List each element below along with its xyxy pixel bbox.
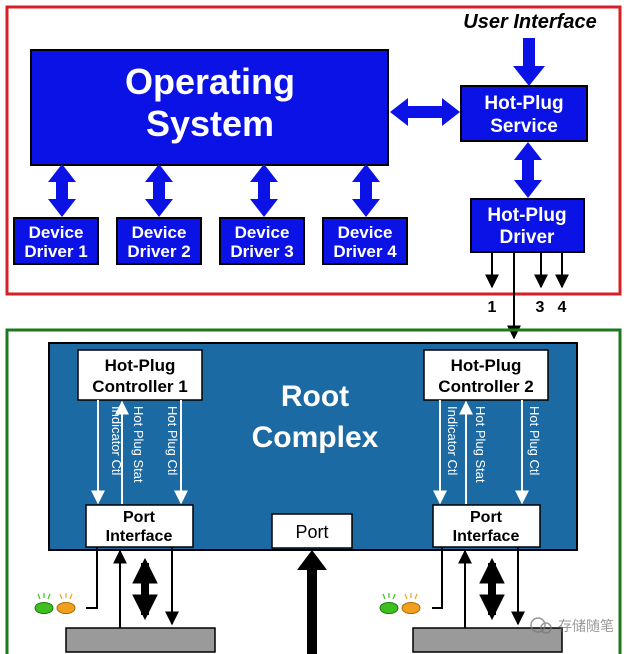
controller-1-line1: Hot-Plug xyxy=(105,356,176,375)
device-driver-1: Device Driver 1 xyxy=(13,217,99,265)
driver-output-1: 1 xyxy=(488,299,497,316)
hot-plug-driver-line2: Driver xyxy=(500,227,556,248)
hot-plug-driver-box xyxy=(470,198,585,253)
port-box xyxy=(271,513,353,549)
service-driver-arrow xyxy=(514,142,542,198)
hot-plug-service-box xyxy=(460,85,588,142)
slot-2-indicator-leds xyxy=(379,593,421,614)
driver-output-4: 4 xyxy=(558,299,567,316)
operating-system-box xyxy=(30,49,389,166)
controller-2-hot-plug-stat: Hot Plug Stat xyxy=(473,406,488,483)
driver-output-lines xyxy=(485,252,569,340)
hot-plug-service-line2: Service xyxy=(490,116,558,137)
controller-2-signal-lines xyxy=(433,400,529,505)
port-interface-2-line2: Interface xyxy=(453,528,520,545)
controller-2-line1: Hot-Plug xyxy=(451,356,522,375)
os-driver-arrows xyxy=(48,164,380,217)
port-interface-1 xyxy=(85,504,194,548)
svg-text:Driver 4: Driver 4 xyxy=(333,242,397,261)
svg-text:Device: Device xyxy=(235,223,290,242)
watermark: 存储随笔 xyxy=(530,617,614,635)
controller-1-hot-plug-stat: Hot Plug Stat xyxy=(131,406,146,483)
operating-system-label-line2: System xyxy=(146,103,274,144)
controller-1-signal-lines xyxy=(91,400,188,505)
slot-1 xyxy=(65,627,216,653)
controller-1-line2: Controller 1 xyxy=(92,377,187,396)
root-complex-line1: Root xyxy=(281,380,349,413)
driver-output-3: 3 xyxy=(536,299,545,316)
port-interface-1-line1: Port xyxy=(123,509,156,526)
port-interface-2-line1: Port xyxy=(470,509,503,526)
device-driver-3: Device Driver 3 xyxy=(219,217,305,265)
controller-2-indicator-ctl: Indicator Ctl xyxy=(445,406,460,475)
svg-text:存储随笔: 存储随笔 xyxy=(558,619,614,635)
controller-1-hot-plug-ctl: Hot Plug Ctl xyxy=(165,406,180,475)
svg-text:Driver 3: Driver 3 xyxy=(230,242,293,261)
hot-plug-service-line1: Hot-Plug xyxy=(484,93,563,114)
controller-1-indicator-ctl: Indicator Ctl xyxy=(109,406,124,475)
software-section-border xyxy=(5,5,622,296)
os-service-arrow xyxy=(390,98,460,126)
hot-plug-driver-line1: Hot-Plug xyxy=(487,205,566,226)
operating-system-label-line1: Operating xyxy=(125,61,295,102)
root-complex-line2: Complex xyxy=(252,421,379,454)
port-interface-1-line2: Interface xyxy=(106,528,173,545)
svg-text:Driver 2: Driver 2 xyxy=(127,242,190,261)
port-up-arrow xyxy=(297,550,327,654)
user-interface-arrow xyxy=(513,38,545,86)
controller-2-hot-plug-ctl: Hot Plug Ctl xyxy=(527,406,542,475)
device-driver-4: Device Driver 4 xyxy=(322,217,408,265)
hot-plug-controller-1 xyxy=(77,349,203,401)
port-interface-2 xyxy=(432,504,541,548)
hot-plug-controller-2 xyxy=(423,349,549,401)
port-interface-2-lines xyxy=(432,547,525,628)
slot-1-indicator-leds xyxy=(34,593,76,614)
hardware-section-border xyxy=(5,328,622,654)
svg-text:Device: Device xyxy=(132,223,187,242)
svg-text:Device: Device xyxy=(29,223,84,242)
user-interface-label: User Interface xyxy=(463,11,596,33)
controller-2-line2: Controller 2 xyxy=(438,377,533,396)
svg-text:Driver 1: Driver 1 xyxy=(24,242,87,261)
device-driver-2: Device Driver 2 xyxy=(116,217,202,265)
port-label: Port xyxy=(295,522,328,542)
svg-text:Device: Device xyxy=(338,223,393,242)
port-interface-1-lines xyxy=(86,547,179,628)
